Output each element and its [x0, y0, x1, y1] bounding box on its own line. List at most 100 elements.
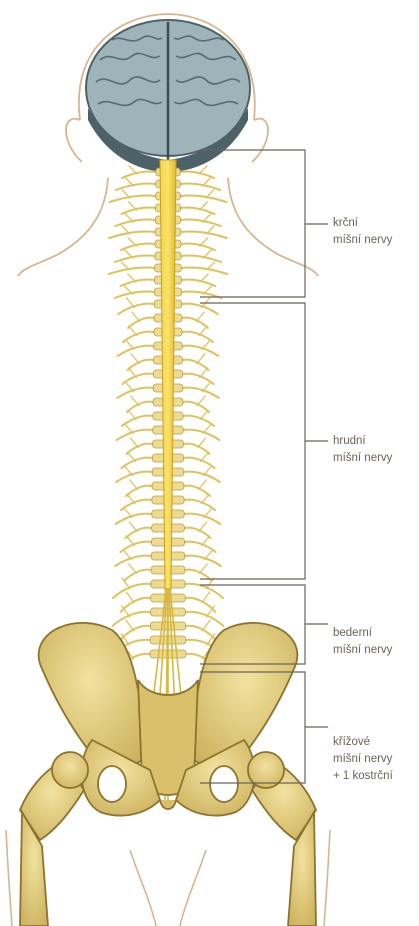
nerve-branch	[199, 326, 207, 336]
spinal-nerve	[181, 268, 227, 274]
leg-outline	[6, 830, 330, 926]
spinal-nerve	[126, 528, 152, 538]
nerve-branch	[204, 508, 212, 518]
spinal-nerve	[128, 360, 154, 370]
label-line: bederní	[333, 625, 392, 642]
label-thoracic-nerves: hrudní míšní nervy	[333, 433, 392, 467]
nerve-branch	[132, 312, 140, 322]
nerve-branch	[202, 536, 210, 546]
spinal-nerve	[181, 280, 215, 286]
nerve-branch	[127, 494, 135, 504]
spinal-nerve	[116, 184, 156, 190]
spinal-nerve	[182, 346, 218, 356]
spinal-nerve	[116, 472, 152, 482]
spinal-nerve	[183, 374, 214, 384]
nerve-branch	[202, 620, 210, 631]
spinal-nerve	[180, 172, 214, 178]
label-line: míšní nervy	[333, 642, 392, 659]
nerve-branch	[198, 438, 206, 448]
nerve-branch	[129, 564, 137, 574]
spinal-nerve	[116, 514, 152, 524]
spinal-nerve	[122, 416, 153, 426]
spinal-nerve	[113, 612, 151, 626]
spinal-nerve	[184, 514, 220, 524]
spinal-nerve	[126, 486, 152, 496]
spinal-nerve	[118, 346, 154, 356]
nerve-branch	[200, 410, 208, 420]
spinal-nerve	[184, 528, 210, 538]
nerve-branch	[131, 396, 139, 406]
nerve-branch	[126, 592, 134, 603]
label-line: + 1 kostrční	[333, 768, 393, 785]
nerve-branch	[199, 564, 207, 574]
spinal-nerve	[180, 196, 226, 202]
nerve-branch	[123, 550, 131, 560]
label-line: krční	[333, 215, 392, 232]
spinal-nerve	[122, 374, 153, 384]
spinal-nerve	[125, 570, 151, 580]
nerve-branch	[131, 354, 139, 364]
spinal-nerve	[185, 612, 223, 626]
label-line: míšní nervy	[333, 751, 393, 768]
nerve-branch	[203, 382, 211, 392]
nerve-branch	[201, 494, 209, 504]
nerve-branch	[201, 452, 209, 462]
spinal-nerve	[128, 318, 154, 328]
spinal-nerve	[183, 402, 209, 412]
spinal-nerve	[184, 500, 215, 510]
nerve-branch	[127, 452, 135, 462]
spinal-nerve	[185, 542, 216, 552]
spinal-nerve	[120, 542, 151, 552]
spinal-nerve	[121, 244, 155, 250]
nerve-branch	[197, 396, 205, 406]
nerve-branch	[205, 550, 213, 560]
spinal-nerve	[127, 444, 153, 454]
nerve-branch	[197, 354, 205, 364]
nerve-branch	[203, 424, 211, 434]
label-cervical-nerves: krční míšní nervy	[333, 215, 392, 249]
spinal-nerve	[183, 444, 209, 454]
label-line: křížové	[333, 734, 393, 751]
spinal-nerve	[181, 220, 221, 226]
label-line: míšní nervy	[333, 232, 392, 249]
spinal-nerve	[113, 584, 151, 598]
spinal-nerve	[182, 332, 213, 342]
nerve-branch	[130, 438, 138, 448]
spinal-nerve	[109, 268, 155, 274]
spinal-nerve	[115, 220, 155, 226]
spinal-nerve	[184, 472, 220, 482]
spinal-nerve	[181, 256, 221, 262]
spinal-nerve	[121, 280, 155, 286]
spinal-nerve	[180, 184, 220, 190]
spinal-nerve	[121, 208, 155, 214]
nerve-branch	[198, 480, 206, 490]
spinal-nerve	[117, 430, 153, 440]
spinal-nerve	[184, 486, 210, 496]
nerve-branch	[202, 592, 210, 603]
nerve-branch	[196, 312, 204, 322]
nerve-branch	[204, 466, 212, 476]
nerve-branch	[128, 410, 136, 420]
spinal-nerve	[115, 256, 155, 262]
nerve-branch	[202, 340, 210, 350]
nerve-branch	[128, 368, 136, 378]
nerve-branch	[126, 536, 134, 546]
spinal-nerve	[118, 304, 154, 314]
label-line: hrudní	[333, 433, 392, 450]
spinal-nerve	[183, 388, 219, 398]
nerve-branch	[124, 466, 132, 476]
nerve-branch	[126, 620, 134, 631]
nerve-branch	[200, 368, 208, 378]
nerve-branch	[130, 480, 138, 490]
spinal-nerve	[181, 232, 227, 238]
spinal-nerve	[182, 318, 208, 328]
spinal-nerve	[182, 360, 208, 370]
nerve-branch	[126, 340, 134, 350]
label-line: míšní nervy	[333, 450, 392, 467]
nerve-branch	[129, 326, 137, 336]
spinal-nerve	[183, 416, 214, 426]
spinal-nerve	[122, 172, 156, 178]
label-lumbar-nerves: bederní míšní nervy	[333, 625, 392, 659]
spinal-nerve	[183, 430, 219, 440]
spinal-nerve	[109, 232, 155, 238]
